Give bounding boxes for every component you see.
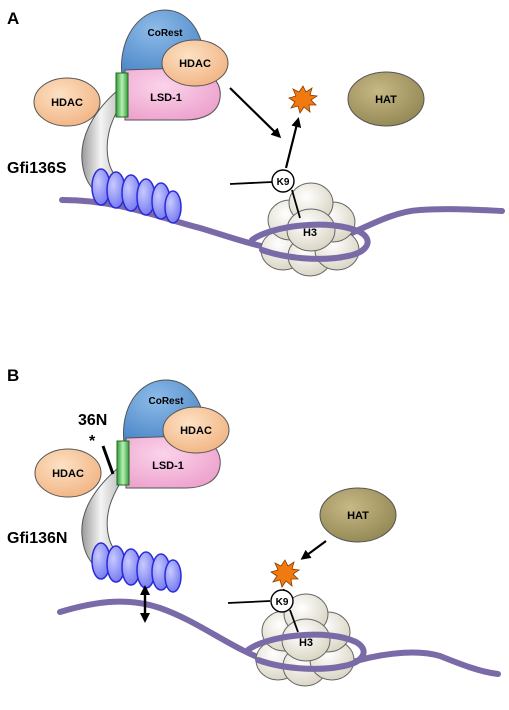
mutation-label-b: 36N [78,412,107,429]
hdac-left-a [33,77,101,127]
mutation-site-b [101,445,115,475]
histone-tail-link-a [291,189,301,219]
hdac-complex-b [162,406,230,454]
h3-a-label: H3 [303,227,317,239]
zinc-finger-domain-a [91,168,182,224]
corest-a-label: CoRest [147,28,183,39]
panel-a-letter: A [7,9,19,28]
k9-residue-a [271,169,295,193]
isoform-label-b: Gfi136N [7,530,67,547]
hdac-left-b [34,448,102,498]
dna-wrap-b [245,631,367,672]
panel-b: B HDAC CoRest LSD-1 HDAC [7,366,501,687]
dna-wrap-a [249,221,371,262]
burst-icon-a [288,85,319,114]
hdac-left-a-label: HDAC [51,97,83,109]
hat-b [319,487,397,543]
hdac-complex-a-label: HDAC [179,58,211,70]
hdac-complex-a [161,39,229,87]
zinc-finger-b-6 [164,559,182,593]
hat-a-label: HAT [375,94,397,106]
histone-tail-link-b [289,609,299,633]
panel-b-letter: B [7,366,19,385]
lsd1-b-label: LSD-1 [152,460,184,472]
k9-a-label: K9 [277,177,290,188]
hat-a [347,71,425,127]
release-arrow-a [284,117,302,169]
corest-b-label: CoRest [148,396,184,407]
zinc-finger-domain-b [91,542,182,593]
histone-tail-b [227,600,271,604]
hdac-left-b-label: HDAC [52,468,84,480]
demethylation-arrow-a [229,87,282,139]
zinc-finger-a-6 [164,190,182,224]
k9-b-label: K9 [276,597,289,608]
isoform-label-a: Gfi136S [7,160,67,177]
hdac-complex-b-label: HDAC [180,425,212,437]
k9-residue-b [270,589,294,613]
histone-tail-a [229,181,273,185]
asterisk-icon-b: * [89,433,96,450]
panel-a: A HDAC CoRest LSD-1 HDAC Gfi136S [7,9,505,277]
lsd1-a-label: LSD-1 [150,92,182,104]
hat-b-label: HAT [347,510,369,522]
h3-b-label: H3 [299,637,313,649]
snag-linker-a [115,72,129,118]
burst-icon-b [270,559,301,588]
snag-linker-b [116,440,130,486]
nucleosome-a [260,182,360,277]
acetylation-arrow-b [300,540,327,560]
